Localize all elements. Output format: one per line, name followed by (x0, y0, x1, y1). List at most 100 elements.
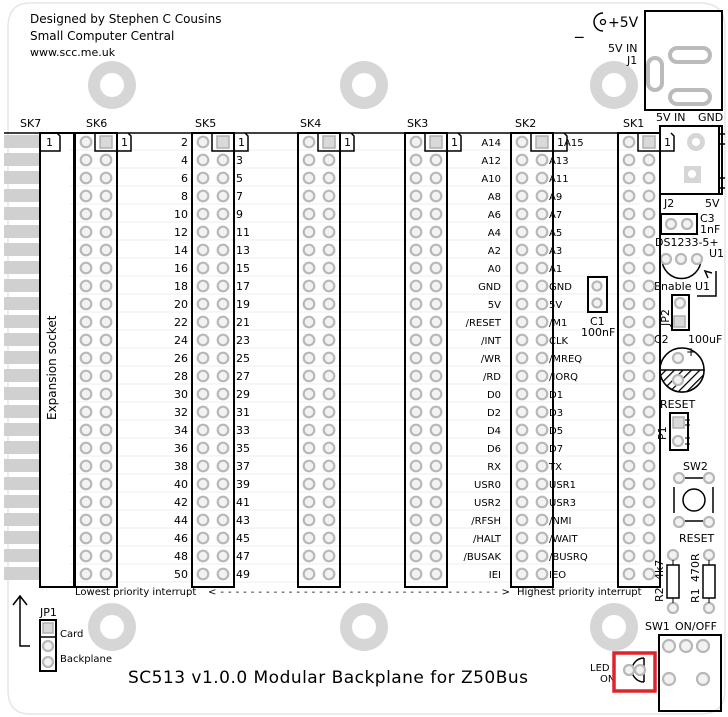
power-minus: _ (574, 19, 584, 39)
pin-number-odd: 13 (236, 244, 250, 257)
pin-hole (515, 369, 529, 383)
header-p1[interactable] (669, 412, 690, 451)
signal-left: D4 (487, 426, 501, 437)
pin-hole (409, 477, 423, 491)
socket-sk3[interactable]: 1 (404, 132, 462, 588)
dc-polarity-icon (593, 12, 604, 32)
pin-hole (196, 405, 210, 419)
pin-hole (409, 423, 423, 437)
pin-hole (515, 135, 529, 149)
pin-number-odd: 49 (236, 568, 250, 581)
pin-hole (429, 279, 443, 293)
pin-hole (642, 567, 656, 581)
pin-number-even: 48 (174, 550, 188, 563)
pin-hole (302, 405, 316, 419)
pin-number-odd: 25 (236, 352, 250, 365)
capacitor-c2: + (659, 345, 705, 393)
pin-hole (196, 423, 210, 437)
pin-hole (535, 261, 549, 275)
pin-hole (409, 495, 423, 509)
pin-hole (429, 423, 443, 437)
pin-hole (79, 387, 93, 401)
signal-right: /MREQ (549, 354, 582, 365)
socket-sk4[interactable]: 1 (297, 132, 355, 588)
socket-sk6[interactable]: 1 (74, 132, 132, 588)
signal-right: USR1 (549, 480, 576, 491)
edge-contact (4, 189, 39, 202)
socket-sk1[interactable]: 1 (617, 132, 675, 588)
pin1-pad (535, 135, 549, 149)
edge-contact (4, 171, 39, 184)
signal-right: D3 (549, 408, 563, 419)
pin-hole (322, 459, 336, 473)
jumper-jp2[interactable] (671, 294, 690, 331)
pin-hole (196, 369, 210, 383)
pin-number-even: 34 (174, 424, 188, 437)
reset-button-sw2[interactable] (672, 471, 716, 529)
pin-hole (302, 225, 316, 239)
pin-hole (535, 153, 549, 167)
pin-hole (216, 441, 230, 455)
pin-number-even: 20 (174, 298, 188, 311)
pin-hole (99, 369, 113, 383)
socket-sk2[interactable]: 1 (510, 132, 568, 588)
pin-hole (429, 351, 443, 365)
signal-right: D1 (549, 390, 563, 401)
pin-hole (535, 225, 549, 239)
signal-left: A10 (481, 174, 501, 185)
pin-hole (515, 405, 529, 419)
pin-hole (79, 549, 93, 563)
pin-hole (79, 135, 93, 149)
power-switch-sw1[interactable] (658, 634, 722, 712)
pin-hole (409, 567, 423, 581)
pin-hole (622, 477, 636, 491)
pin-number-odd: 31 (236, 406, 250, 419)
pin-hole (409, 333, 423, 347)
pin-hole (216, 189, 230, 203)
signal-right: /NMI (549, 516, 571, 527)
power-jack-j1[interactable] (644, 10, 723, 111)
signal-right: /IORQ (549, 372, 578, 383)
pin-number-even: 8 (181, 190, 188, 203)
socket-sk5[interactable]: 1 (191, 132, 249, 588)
pin-hole (409, 261, 423, 275)
pin-hole (515, 189, 529, 203)
pin-hole (535, 243, 549, 257)
signal-left: A6 (488, 210, 501, 221)
pin-hole (535, 333, 549, 347)
pin-number-even: 24 (174, 334, 188, 347)
signal-right: /M1 (549, 318, 567, 329)
pin-hole (99, 423, 113, 437)
jumper-jp1[interactable] (39, 619, 57, 672)
pin-hole (409, 405, 423, 419)
pin-hole (79, 405, 93, 419)
pin1-marker (659, 132, 675, 152)
pin-hole (535, 405, 549, 419)
socket-ref: SK3 (407, 117, 428, 130)
signal-left: USR2 (474, 498, 501, 509)
pin-hole (535, 459, 549, 473)
pin-hole (515, 225, 529, 239)
pin-hole (515, 153, 529, 167)
pin-hole (322, 549, 336, 563)
pin-hole (79, 189, 93, 203)
edge-contact (4, 405, 39, 418)
pin-hole (79, 153, 93, 167)
pin-hole (79, 531, 93, 545)
pin-hole (322, 279, 336, 293)
pin-hole (196, 351, 210, 365)
pin-hole (79, 477, 93, 491)
pin-hole (429, 459, 443, 473)
signal-right: /WAIT (549, 534, 579, 545)
pin-hole (79, 369, 93, 383)
pin-hole (622, 297, 636, 311)
pin-hole (99, 531, 113, 545)
expansion-socket-sk7[interactable]: 1 (4, 132, 75, 588)
signal-right: GND (549, 282, 572, 293)
pin-hole (409, 387, 423, 401)
signal-right: TX (548, 462, 562, 473)
pin-hole (196, 207, 210, 221)
pin-hole (99, 261, 113, 275)
pin-hole (196, 189, 210, 203)
pin-hole (99, 513, 113, 527)
